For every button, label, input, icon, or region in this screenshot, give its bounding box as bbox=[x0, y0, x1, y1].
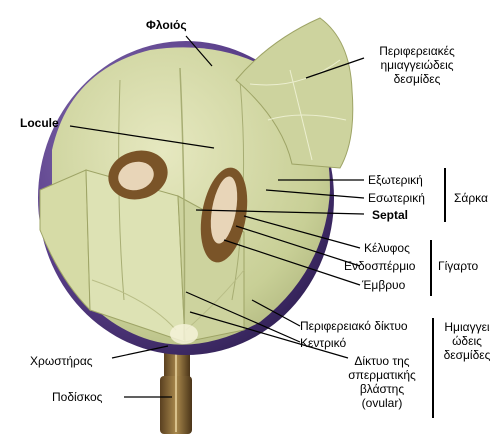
grape-berry bbox=[38, 41, 334, 355]
label-ovular-line1: Δίκτυο της bbox=[354, 354, 410, 368]
bracket-flesh bbox=[444, 168, 446, 222]
seed-right bbox=[200, 167, 248, 263]
label-brush: Χρωστήρας bbox=[30, 354, 93, 368]
bracket-vascular bbox=[432, 318, 434, 418]
brush-highlight bbox=[170, 324, 198, 344]
label-vascular-group: Ημιαγγει ώδεις δεσμίδες bbox=[436, 320, 498, 362]
label-ovular-network: Δίκτυο της σπερματικής βλάστης (ovular) bbox=[346, 354, 418, 410]
label-vascular-line3: δεσμίδες bbox=[443, 348, 491, 362]
peripheral-bundles-flap bbox=[235, 17, 354, 169]
label-peripheral-network: Περιφερειακό δίκτυο bbox=[300, 319, 408, 333]
label-peripheral-bundles: Περιφερειακές ημιαγγειώδεις δεσμίδες bbox=[362, 44, 472, 86]
label-skin: Φλοιός bbox=[146, 18, 187, 32]
label-central: Κεντρικό bbox=[300, 336, 347, 350]
label-ovular-line2: σπερματικής bbox=[348, 368, 416, 382]
label-peripheral-bundles-line2: ημιαγγειώδεις bbox=[380, 58, 454, 72]
leader-lines bbox=[69, 35, 365, 398]
label-peripheral-bundles-line3: δεσμίδες bbox=[393, 72, 441, 86]
seed-left bbox=[108, 150, 168, 200]
label-septal: Septal bbox=[372, 208, 409, 222]
label-outer: Εξωτερική bbox=[368, 173, 423, 187]
label-seed-group: Γίγαρτο bbox=[438, 259, 479, 273]
bracket-seed bbox=[430, 240, 432, 296]
label-vascular-line1: Ημιαγγει bbox=[444, 320, 490, 334]
label-seed-coat: Κέλυφος bbox=[364, 241, 410, 255]
label-peripheral-bundles-line1: Περιφερειακές bbox=[379, 44, 455, 58]
label-locule: Locule bbox=[20, 116, 59, 130]
label-flesh-group: Σάρκα bbox=[454, 191, 488, 205]
label-embryo: Έμβρυο bbox=[362, 278, 406, 292]
label-ovular-line4: (ovular) bbox=[361, 396, 403, 410]
label-endosperm: Ενδοσπέρμιο bbox=[344, 259, 416, 273]
label-pedicel: Ποδίσκος bbox=[52, 390, 103, 404]
label-ovular-line3: βλάστης bbox=[359, 382, 405, 396]
label-inner: Εσωτερική bbox=[368, 191, 425, 205]
label-vascular-line2: ώδεις bbox=[452, 334, 482, 348]
